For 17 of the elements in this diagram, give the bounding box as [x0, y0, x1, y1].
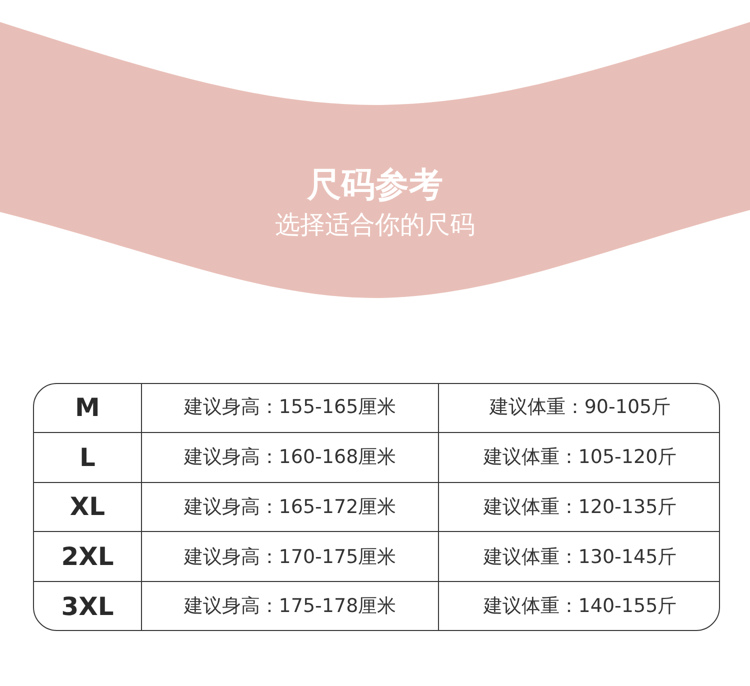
table-cell: 建议体重：130-145斤 [438, 531, 719, 581]
table-cell: 建议体重：105-120斤 [438, 432, 719, 482]
table-cell: 2XL [34, 531, 141, 581]
table-cell: 建议体重：140-155斤 [438, 580, 719, 630]
table-cell: 建议身高：165-172厘米 [141, 482, 438, 532]
table-cell: 建议身高：175-178厘米 [141, 580, 438, 630]
table-cell: 3XL [34, 580, 141, 630]
table-cell: 建议体重：120-135斤 [438, 482, 719, 532]
table-cell: 建议身高：155-165厘米 [141, 384, 438, 432]
table-cell-text: M [74, 392, 101, 424]
table-cell: L [34, 432, 141, 482]
table-cell: 建议身高：160-168厘米 [141, 432, 438, 482]
heading: 尺码参考 [306, 164, 444, 207]
subheading: 选择适合你的尺码 [274, 209, 476, 241]
table-cell: 建议体重：90-105斤 [438, 384, 719, 432]
table-cell: 建议身高：170-175厘米 [141, 531, 438, 581]
table-cell: XL [34, 482, 141, 532]
